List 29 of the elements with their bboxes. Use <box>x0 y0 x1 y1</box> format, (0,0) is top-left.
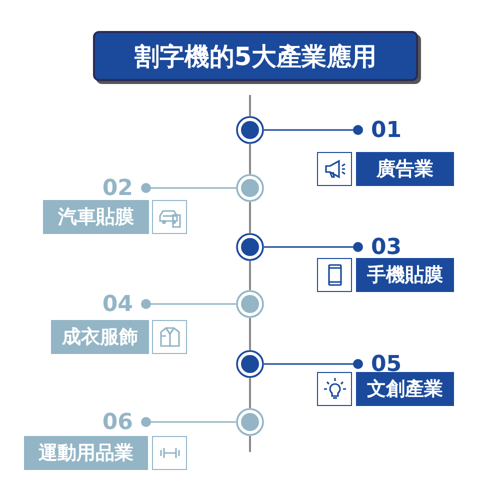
timeline-line <box>249 378 251 408</box>
connector-line <box>264 125 363 135</box>
industry-label: 手機貼膜 <box>356 258 454 292</box>
timeline-node <box>236 350 264 378</box>
timeline-node <box>236 290 264 318</box>
step-number: 03 <box>362 233 412 261</box>
industry-label: 成衣服飾 <box>51 320 149 354</box>
title-banner: 割字機的5大產業應用 <box>93 31 418 81</box>
connector-line <box>141 299 236 309</box>
timeline-line <box>249 202 251 233</box>
step-number: 02 <box>92 174 142 202</box>
step-number: 01 <box>362 116 412 144</box>
timeline-line <box>249 318 251 350</box>
connector-line <box>264 242 363 252</box>
industry-label: 廣告業 <box>356 152 454 186</box>
connector-line <box>141 417 236 427</box>
timeline-line <box>249 261 251 290</box>
industry-label: 運動用品業 <box>24 436 148 470</box>
connector-line <box>264 359 363 369</box>
timeline-line <box>249 144 251 174</box>
timeline-node <box>236 408 264 436</box>
connector-line <box>141 183 236 193</box>
timeline-node <box>236 233 264 261</box>
timeline-node <box>236 116 264 144</box>
industry-label: 汽車貼膜 <box>43 200 149 234</box>
step-number: 04 <box>92 290 142 318</box>
step-number: 06 <box>92 408 142 436</box>
industry-label: 文創產業 <box>356 372 454 406</box>
timeline-node <box>236 174 264 202</box>
